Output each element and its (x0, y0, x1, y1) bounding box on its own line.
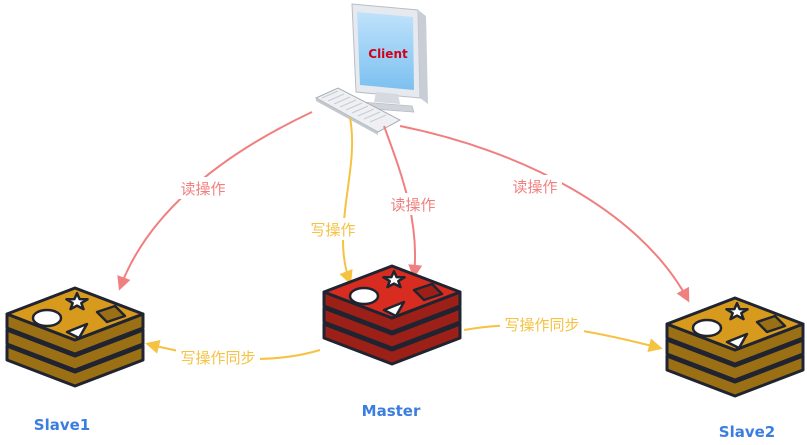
redis-layer-top (665, 296, 805, 352)
edge-label-read-slave1: 读操作 (180, 180, 225, 198)
square-shape (755, 314, 787, 334)
redis-stack-icon (665, 296, 805, 398)
slave2-label: Slave2 (719, 423, 775, 441)
star-icon (65, 291, 89, 311)
redis-layer-top (5, 286, 145, 342)
edge-label-write-master: 写操作 (310, 221, 355, 239)
redis-stack-icon (322, 264, 462, 366)
edge-write-master (339, 117, 354, 285)
triangle-shape (65, 322, 89, 340)
edge-read-slave1 (117, 111, 313, 291)
edge-label-sync-slave1: 写操作同步 (180, 349, 255, 367)
master-label: Master (362, 402, 421, 420)
client-label: Client (368, 47, 408, 61)
ellipse-shape (348, 286, 380, 306)
node-slave2 (665, 296, 805, 398)
triangle-shape (725, 332, 749, 350)
node-slave1 (5, 286, 145, 388)
edge-label-read-slave2: 读操作 (512, 178, 557, 196)
star-icon (382, 269, 406, 289)
node-master (322, 264, 462, 366)
edge-label-sync-slave2: 写操作同步 (504, 316, 579, 334)
square-shape (95, 304, 127, 324)
keyboard-icon (314, 87, 402, 135)
monitor-screen (357, 12, 414, 90)
triangle-shape (382, 300, 406, 318)
edge-label-read-master: 读操作 (390, 196, 435, 214)
star-icon (725, 301, 749, 321)
square-shape (412, 282, 444, 302)
ellipse-shape (691, 318, 723, 338)
slave1-label: Slave1 (34, 416, 90, 434)
ellipse-shape (31, 308, 63, 328)
redis-stack-icon (5, 286, 145, 388)
redis-layer-top (322, 264, 462, 320)
client-computer: Client (314, 3, 428, 135)
edge-read-slave2 (399, 125, 690, 303)
edge-labels: 读操作 写操作 读操作 读操作 写操作同步 写操作同步 (176, 175, 584, 368)
